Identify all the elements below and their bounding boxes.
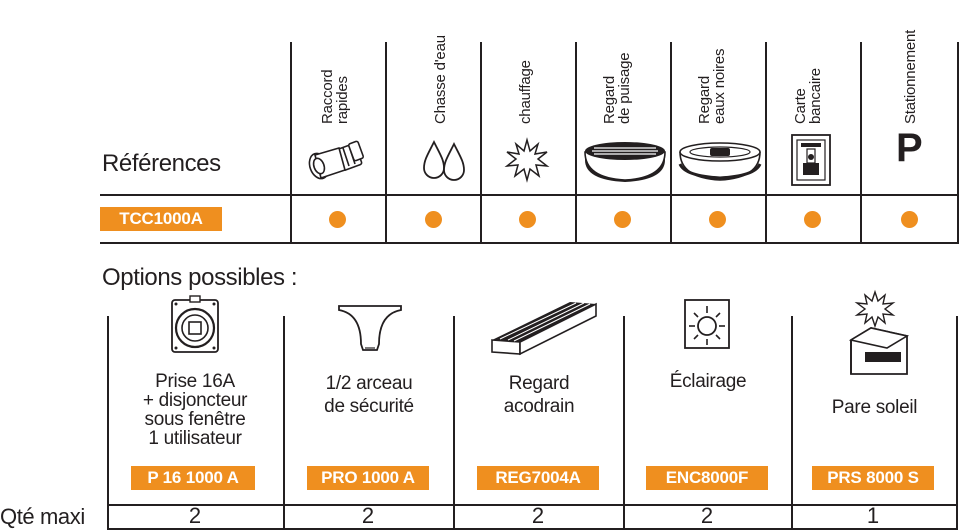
drain-grate-icon xyxy=(584,142,666,182)
qty-value: 2 xyxy=(531,503,545,528)
option-label-acodrain: Regard acodrain xyxy=(503,373,575,417)
water-drops-icon xyxy=(423,139,465,181)
row-rule xyxy=(100,242,958,244)
option-divider xyxy=(956,316,958,530)
column-header-heating: chauffage xyxy=(517,60,534,124)
option-divider xyxy=(453,316,455,530)
option-code-badge: REG7004A xyxy=(477,466,599,490)
column-divider xyxy=(765,42,767,244)
lighting-icon xyxy=(684,299,730,349)
acodrain-channel-icon xyxy=(491,302,597,356)
option-label-socket: Prise 16A + disjoncteur sous fenêtre 1 u… xyxy=(142,371,248,449)
qty-value: 2 xyxy=(188,503,202,528)
qty-row-bottom-rule xyxy=(107,528,958,530)
option-code-badge: ENC8000F xyxy=(646,466,768,490)
option-divider xyxy=(623,316,625,530)
column-header-quick-coupling: Raccord rapides xyxy=(319,69,351,124)
feature-dot xyxy=(329,211,346,228)
heating-sun-icon xyxy=(504,137,550,183)
option-code-badge: P 16 1000 A xyxy=(131,466,255,490)
safety-bollard-icon xyxy=(338,305,402,351)
feature-dot xyxy=(901,211,918,228)
column-divider xyxy=(957,42,959,244)
column-header-black-water: Regard eaux noires xyxy=(696,48,728,124)
option-code-badge: PRO 1000 A xyxy=(307,466,429,490)
sunshade-icon xyxy=(848,289,910,375)
black-water-inlet-icon xyxy=(678,142,762,181)
option-divider xyxy=(107,316,109,530)
qty-max-label: Qté maxi xyxy=(0,504,85,529)
references-label: Références xyxy=(102,150,221,177)
feature-dot xyxy=(425,211,442,228)
option-label-sunshade: Pare soleil xyxy=(831,397,918,418)
column-divider xyxy=(860,42,862,244)
column-header-parking: Stationnement xyxy=(902,29,919,124)
option-label-lighting: Éclairage xyxy=(669,371,747,392)
qty-value: 2 xyxy=(361,503,375,528)
column-divider xyxy=(385,42,387,244)
option-divider xyxy=(283,316,285,530)
column-divider xyxy=(480,42,482,244)
header-rule xyxy=(100,194,958,196)
parking-icon: P xyxy=(896,126,923,170)
column-header-drain: Regard de puisage xyxy=(601,52,633,124)
socket-icon xyxy=(171,295,219,353)
feature-dot xyxy=(614,211,631,228)
option-divider xyxy=(791,316,793,530)
option-code-badge: PRS 8000 S xyxy=(812,466,934,490)
quick-coupling-icon xyxy=(308,140,365,180)
feature-dot xyxy=(709,211,726,228)
feature-dot xyxy=(519,211,536,228)
column-header-flush: Chasse d'eau xyxy=(432,35,449,124)
feature-dot xyxy=(804,211,821,228)
bank-card-icon xyxy=(791,134,831,186)
column-divider xyxy=(575,42,577,244)
option-label-bollard: 1/2 arceau de sécurité xyxy=(324,373,414,417)
qty-row-top-rule xyxy=(107,504,958,506)
column-header-bank-card: Carte bancaire xyxy=(792,68,824,124)
column-divider xyxy=(670,42,672,244)
column-divider xyxy=(290,42,292,244)
qty-value: 2 xyxy=(700,503,714,528)
options-title: Options possibles : xyxy=(102,264,298,291)
reference-code-badge: TCC1000A xyxy=(100,207,222,231)
qty-value: 1 xyxy=(866,503,880,528)
